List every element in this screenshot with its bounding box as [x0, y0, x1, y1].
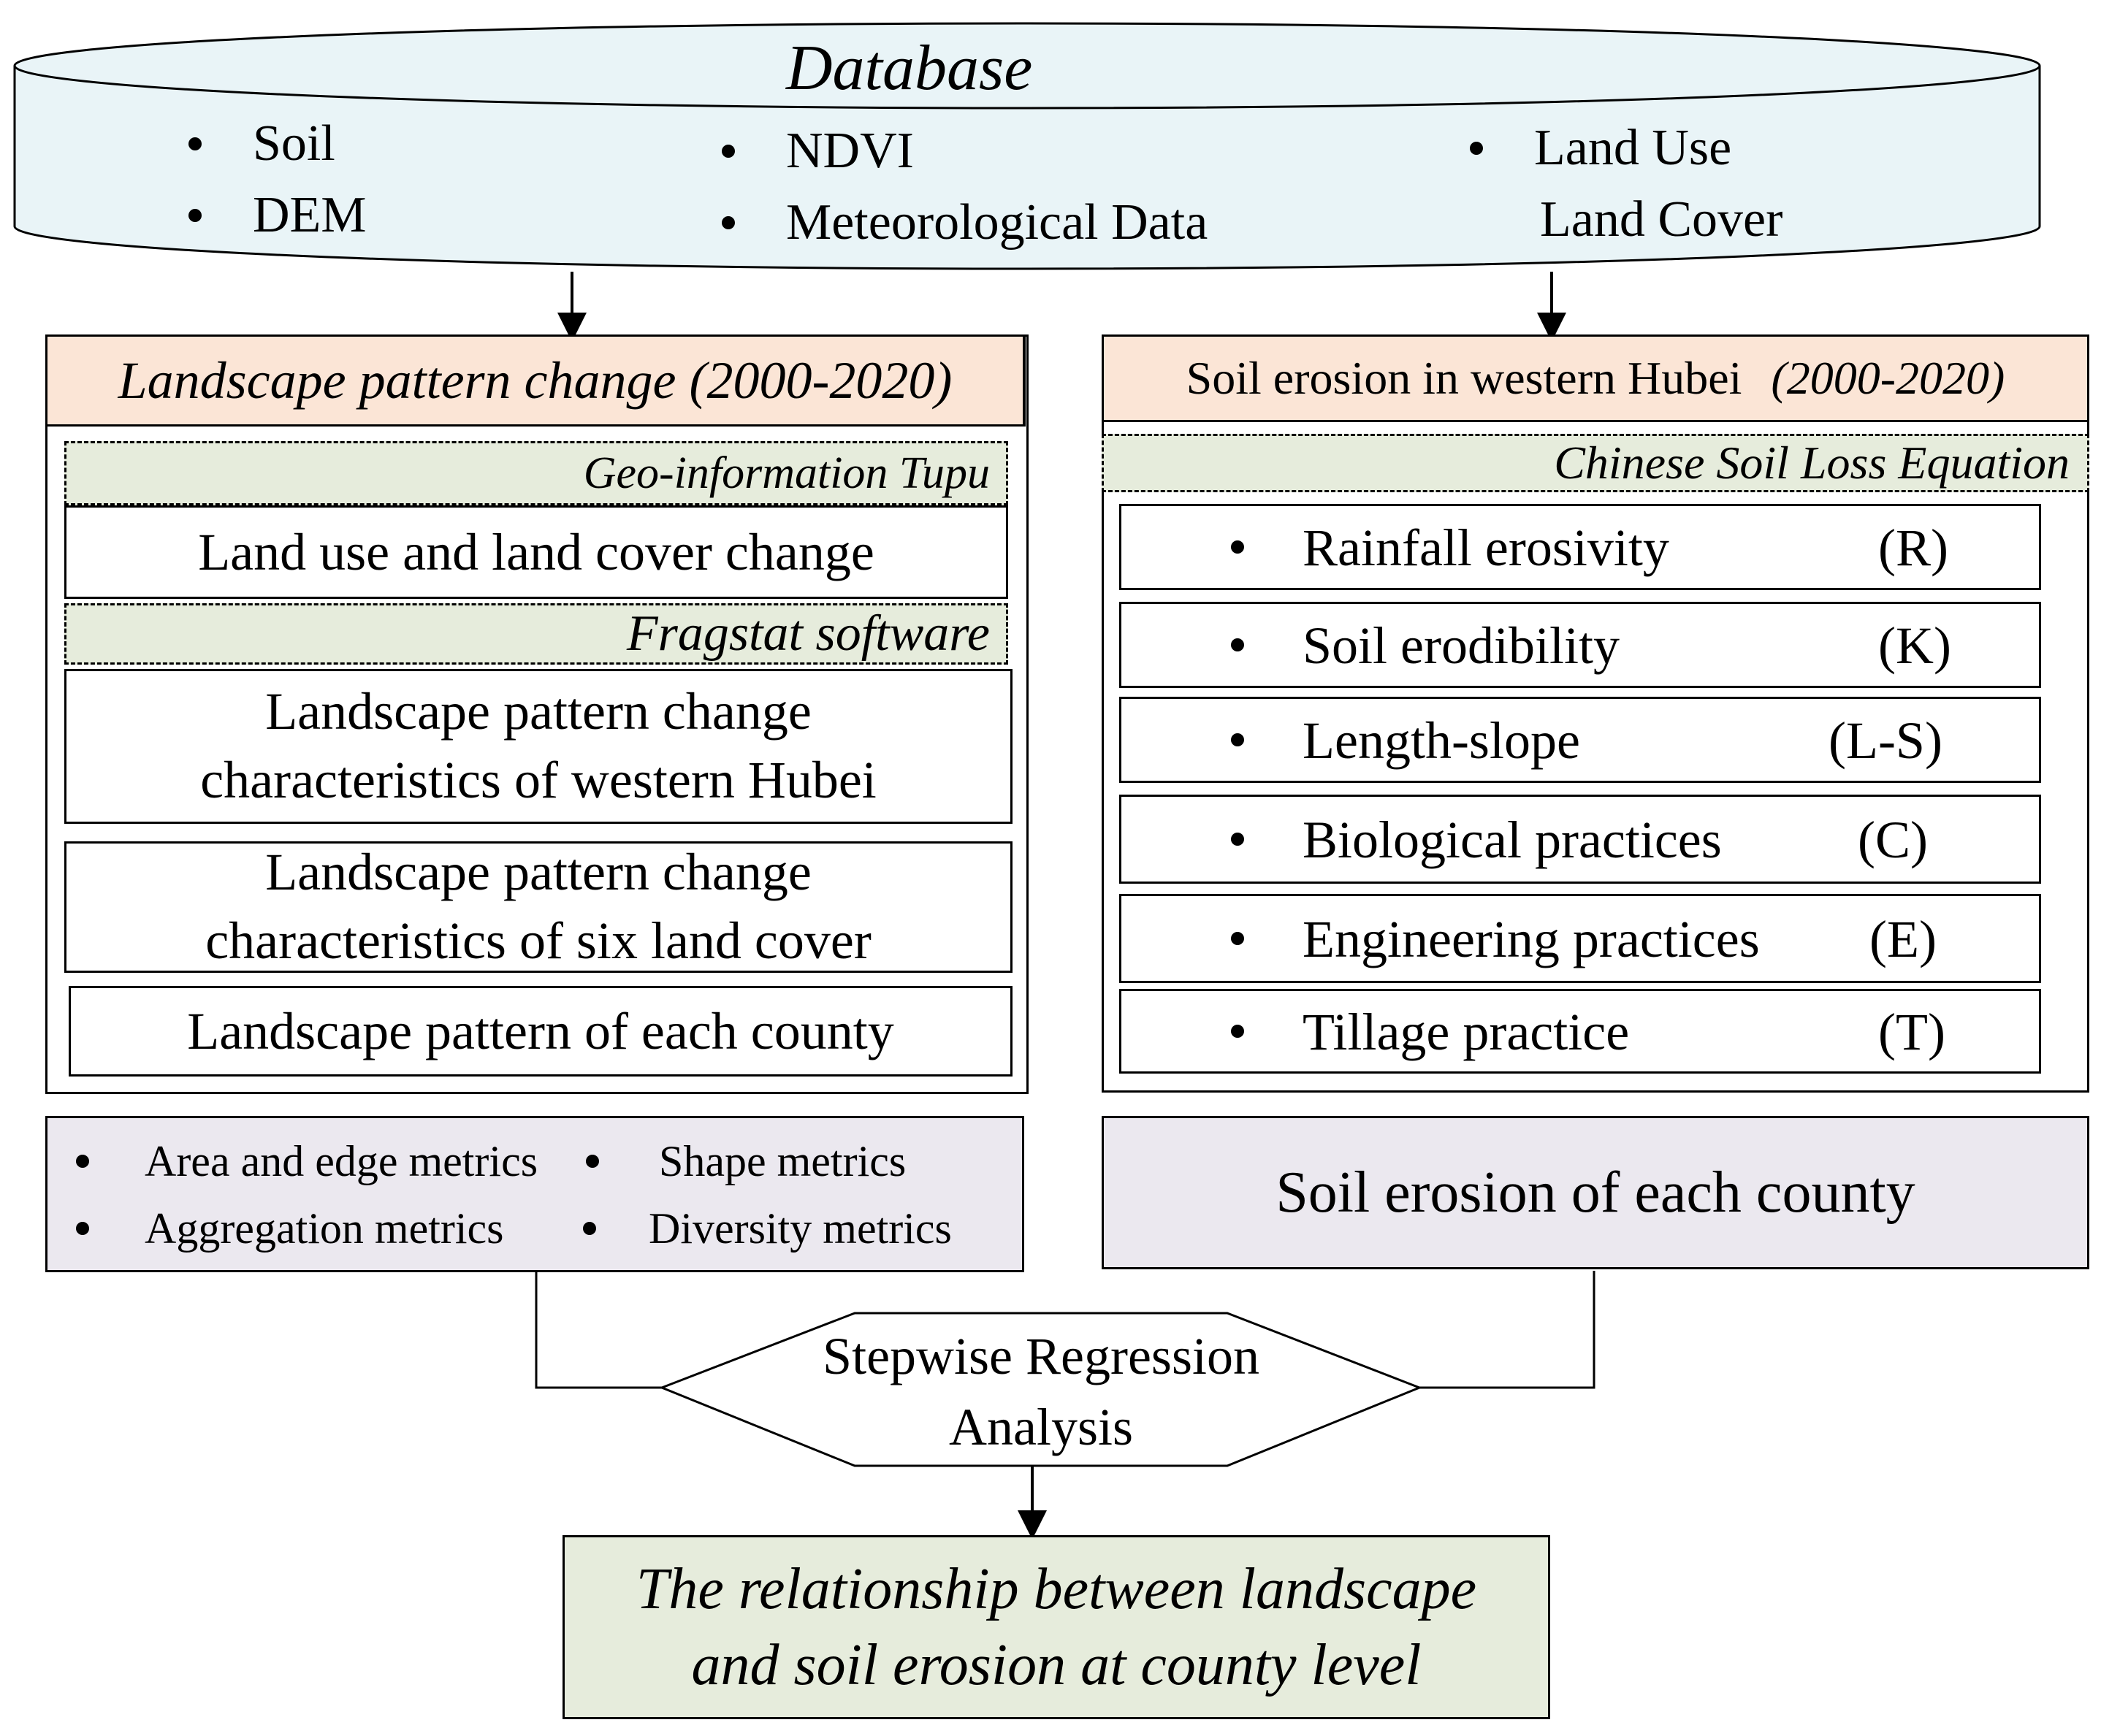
left-tool-tupu: Geo-information Tupu [64, 441, 1008, 505]
database-title: Database [786, 33, 1033, 104]
bullet-icon [1231, 1025, 1244, 1038]
factor-name: Length-slope [1303, 711, 1580, 770]
database-item-soil: Soil [188, 118, 335, 169]
right-header-title: Soil erosion in western Hubei [1186, 352, 1742, 404]
factor-name: Soil erodibility [1303, 616, 1620, 675]
database-cylinder [13, 22, 2041, 270]
factor-symbol: (C) [1858, 811, 1928, 869]
left-box-western-hubei: Landscape pattern change characteristics… [64, 669, 1013, 824]
bullet-icon [1231, 638, 1244, 651]
factor-symbol: (T) [1878, 1003, 1945, 1061]
metric-diversity: Diversity metrics [583, 1207, 952, 1250]
left-box-each-county: Landscape pattern of each county [69, 986, 1013, 1077]
database-item-label: NDVI [786, 123, 914, 179]
factor-row: Biological practices (C) [1119, 795, 2041, 884]
bullet-icon [1231, 833, 1244, 846]
left-box-line: characteristics of western Hubei [200, 751, 877, 809]
bullet-icon [583, 1222, 596, 1235]
bullet-icon [76, 1222, 89, 1235]
right-header-years: (2000-2020) [1771, 352, 2005, 404]
bullet-icon [188, 209, 202, 222]
database-item-ndvi: NDVI [722, 126, 914, 177]
bullet-icon [1470, 142, 1483, 155]
bullet-icon [188, 137, 202, 150]
factor-row: Rainfall erosivity (R) [1119, 504, 2041, 590]
factor-row: Tillage practice (T) [1119, 989, 2041, 1074]
metrics-box [45, 1116, 1024, 1272]
left-box-line: characteristics of six land cover [205, 911, 872, 970]
factor-name: Biological practices [1303, 811, 1722, 869]
database-cylinder-top-rim [13, 65, 2041, 110]
database-item-landuse: Land Use [1470, 123, 1731, 174]
database-item-label: Land Use [1534, 120, 1732, 176]
right-header: Soil erosion in western Hubei (2000-2020… [1102, 334, 2089, 422]
result-line: and soil erosion at county level [691, 1633, 1422, 1697]
right-tool-csle: Chinese Soil Loss Equation [1102, 434, 2089, 492]
factor-name: Engineering practices [1303, 910, 1760, 968]
factor-symbol: (E) [1869, 910, 1937, 968]
database-item-meteorological: Meteorological Data [722, 197, 1208, 248]
bullet-icon [586, 1155, 599, 1168]
bullet-icon [1231, 932, 1244, 945]
analysis-label: Stepwise Regression Analysis [735, 1320, 1347, 1464]
metric-label: Diversity metrics [649, 1204, 952, 1253]
line-right-to-analysis [1419, 1271, 1595, 1389]
factor-row: Soil erodibility (K) [1119, 602, 2041, 688]
left-box-line: Landscape pattern change [265, 682, 812, 741]
factor-symbol: (R) [1878, 519, 1948, 577]
analysis-hexagon [658, 1312, 1423, 1467]
database-item-dem: DEM [188, 190, 367, 241]
analysis-line: Analysis [949, 1398, 1133, 1456]
bullet-icon [76, 1155, 89, 1168]
database-item-label: Soil [253, 115, 335, 172]
left-tool-fragstat: Fragstat software [64, 603, 1008, 665]
metric-label: Shape metrics [659, 1137, 907, 1185]
metric-label: Area and edge metrics [145, 1137, 538, 1185]
analysis-line: Stepwise Regression [823, 1326, 1259, 1385]
result-box: The relationship between landscape and s… [563, 1535, 1550, 1719]
right-county-box: Soil erosion of each county [1102, 1116, 2089, 1269]
factor-row: Length-slope (L-S) [1119, 697, 2041, 783]
database-item-landcover: Land Cover [1540, 191, 1783, 248]
database-item-label: DEM [253, 187, 367, 243]
factor-symbol: (K) [1878, 616, 1951, 675]
bullet-icon [1231, 540, 1244, 554]
factor-symbol: (L-S) [1829, 711, 1942, 770]
metric-shape: Shape metrics [586, 1139, 906, 1183]
factor-name: Tillage practice [1303, 1003, 1630, 1061]
left-box-lulc: Land use and land cover change [64, 505, 1008, 599]
metric-aggregation: Aggregation metrics [76, 1207, 504, 1250]
line-left-to-analysis [535, 1272, 662, 1389]
factor-row: Engineering practices (E) [1119, 894, 2041, 983]
bullet-icon [722, 145, 735, 158]
bullet-icon [722, 216, 735, 229]
left-header: Landscape pattern change (2000-2020) [45, 334, 1026, 427]
metric-area-edge: Area and edge metrics [76, 1139, 538, 1183]
left-box-six-land-cover: Landscape pattern change characteristics… [64, 841, 1013, 973]
left-box-line: Landscape pattern change [265, 843, 812, 902]
bullet-icon [1231, 733, 1244, 746]
factor-name: Rainfall erosivity [1303, 519, 1669, 577]
database-item-label: Meteorological Data [786, 194, 1208, 251]
metric-label: Aggregation metrics [145, 1204, 504, 1253]
result-line: The relationship between landscape [636, 1557, 1477, 1621]
